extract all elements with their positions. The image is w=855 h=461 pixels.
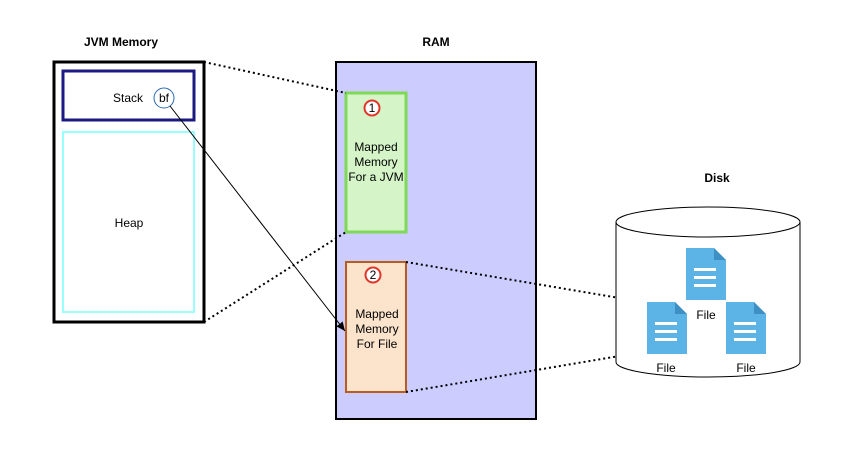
file-label-top: File	[696, 308, 716, 322]
file-icon[interactable]	[726, 302, 766, 354]
heap-box	[62, 131, 195, 313]
badge-1	[363, 99, 381, 117]
badge-2	[364, 266, 382, 284]
file-icon[interactable]	[686, 248, 726, 300]
ram-title: RAM	[422, 35, 449, 49]
jvm-region-line-2: Memory	[354, 155, 397, 169]
stack-label: Stack	[113, 91, 144, 105]
jvm-top-mapping-line	[203, 61, 347, 94]
jvm-memory-title: JVM Memory	[84, 35, 158, 49]
bf-circle	[153, 87, 175, 109]
disk-bottom-mapping-line	[405, 350, 650, 393]
mapped-memory-jvm-region	[344, 91, 408, 234]
badge-2-number: 2	[370, 268, 377, 282]
bf-pointer-arrow	[169, 105, 346, 332]
mapped-memory-file-region	[345, 261, 407, 393]
disk-title: Disk	[704, 171, 730, 185]
bf-label: bf	[159, 91, 170, 105]
heap-label: Heap	[115, 216, 144, 230]
file-region-line-1: Mapped	[355, 307, 398, 321]
file-label-right: File	[736, 361, 756, 375]
jvm-region-line-3: For a JVM	[348, 170, 403, 184]
file-label-left: File	[656, 361, 676, 375]
jvm-bottom-mapping-line	[203, 231, 347, 323]
file-region-line-2: Memory	[355, 322, 398, 336]
file-icon[interactable]	[647, 302, 687, 354]
disk-top-mapping-line	[405, 261, 650, 304]
badge-1-number: 1	[369, 101, 376, 115]
file-region-line-3: For File	[357, 337, 398, 351]
jvm-region-line-1: Mapped	[354, 140, 397, 154]
